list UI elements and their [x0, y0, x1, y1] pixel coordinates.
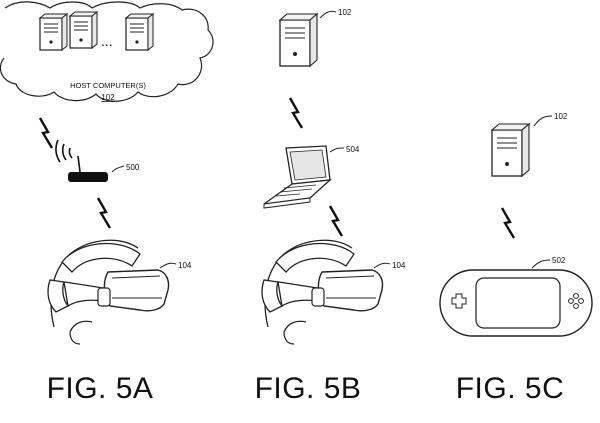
server-b-icon: [279, 13, 318, 67]
handheld-leader-line: [531, 259, 551, 269]
hmd-b-leader-line: [373, 262, 391, 269]
wireless-link-b1-icon: [288, 96, 304, 130]
wireless-link-b2-icon: [328, 204, 344, 238]
wireless-link-a1-icon: [38, 116, 54, 150]
handheld-device-icon: [439, 269, 593, 337]
host-computers-ref: 102: [101, 93, 115, 102]
server-c-ref: 102: [554, 112, 568, 121]
router-ref: 500: [126, 163, 140, 172]
hmd-b-icon: [261, 239, 384, 345]
laptop-icon: [263, 145, 332, 209]
panel-c: 102 502: [439, 112, 593, 337]
hmd-a-icon: [47, 239, 170, 345]
server-c-icon: [491, 123, 530, 177]
handheld-ref: 502: [552, 256, 566, 265]
host-dots: ...: [101, 33, 113, 49]
router-leader-line: [111, 165, 125, 173]
fig-5a-caption: FIG. 5A: [46, 372, 154, 405]
panel-b: 102 504 104: [261, 8, 406, 345]
host-server-3-icon: [125, 13, 154, 51]
hmd-b-ref: 104: [392, 261, 406, 270]
server-c-leader-line: [533, 115, 553, 127]
laptop-leader-line: [329, 147, 345, 153]
host-computers-label: Host computer(s): [70, 81, 146, 90]
fig-5c-caption: FIG. 5C: [455, 372, 565, 405]
laptop-ref: 504: [346, 145, 360, 154]
hmd-a-leader-line: [159, 262, 177, 269]
wireless-link-a2-icon: [96, 196, 112, 230]
server-b-ref: 102: [338, 8, 352, 17]
router-icon: [55, 139, 108, 182]
host-server-1-icon: [39, 13, 68, 51]
fig-5b-caption: FIG. 5B: [254, 372, 362, 405]
hmd-a-ref: 104: [178, 261, 192, 270]
host-server-2-icon: [69, 11, 98, 49]
server-b-leader-line: [319, 10, 337, 19]
wireless-link-c-icon: [500, 206, 516, 240]
panel-a: ... Host computer(s) 102 500 104: [0, 1, 214, 345]
cloud-outline: [0, 1, 214, 102]
